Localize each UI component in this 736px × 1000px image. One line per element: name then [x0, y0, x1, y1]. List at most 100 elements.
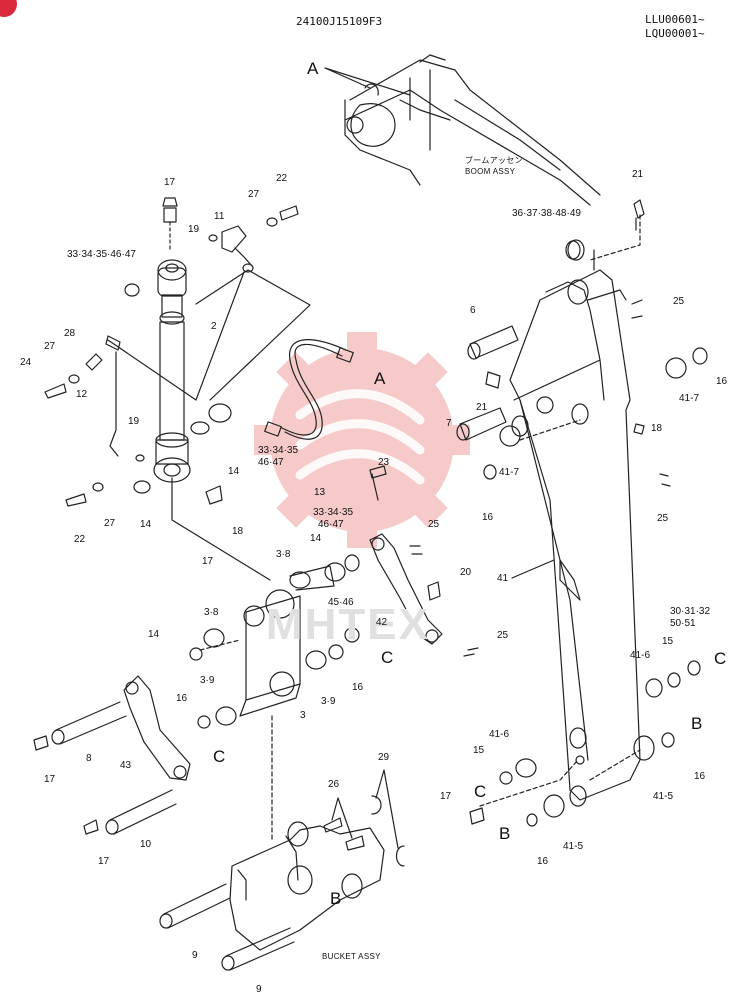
leader-41 [511, 559, 555, 579]
arm-41 [509, 239, 641, 807]
boom-assy-outline [344, 54, 601, 206]
boom-assy-label-jp: ブームアッセン [465, 156, 523, 165]
label-16-a: 16 [352, 682, 364, 693]
link-43 [33, 675, 191, 835]
label-3: 3 [300, 710, 306, 721]
label-19-b: 19 [128, 416, 140, 427]
label-22-a: 22 [276, 173, 288, 184]
label-14-d: 14 [148, 629, 160, 640]
leader-29 [375, 769, 399, 849]
label-41-5-b: 41-5 [563, 841, 584, 852]
label-19-a: 19 [188, 224, 200, 235]
label-43: 43 [120, 760, 132, 771]
label-41-5-a: 41-5 [653, 791, 674, 802]
label-45set: 45·46 [328, 597, 354, 608]
label-33set-a: 33·34·35·46·47 [67, 249, 136, 260]
label-22-b: 22 [74, 534, 86, 545]
dashed-leaders [199, 419, 641, 841]
label-30set-b: 50·51 [670, 618, 696, 629]
label-17-e: 17 [440, 791, 452, 802]
drawing-code: 24100J15109F3 [296, 15, 383, 28]
label-16-f: 16 [537, 856, 549, 867]
label-11: 11 [214, 211, 225, 222]
watermark-gear-inner [295, 389, 425, 485]
ref-b-bucket: B [330, 889, 342, 908]
label-41-7-a: 41-7 [679, 393, 700, 404]
label-14-c: 14 [310, 533, 322, 544]
label-17-c: 17 [44, 774, 56, 785]
corner-badge-icon [0, 0, 17, 17]
arm-pins [456, 199, 708, 827]
label-9-b: 9 [256, 984, 262, 995]
label-21-a: 21 [632, 169, 644, 180]
label-27-c: 27 [104, 518, 116, 529]
ref-c-link42: C [381, 648, 394, 667]
label-41-6-a: 41-6 [630, 650, 651, 661]
label-7: 7 [446, 418, 452, 429]
label-29: 29 [378, 752, 390, 763]
label-15-b: 15 [473, 745, 485, 756]
hose-13 [264, 339, 354, 440]
bucket-assy-label: BUCKET ASSY [322, 952, 381, 961]
label-41-6-b: 41-6 [489, 729, 510, 740]
leader-26 [331, 797, 353, 839]
label-14-b: 14 [140, 519, 152, 530]
label-41-7-b: 41-7 [499, 467, 520, 478]
label-16-b: 16 [176, 693, 188, 704]
label-28: 28 [64, 328, 76, 339]
label-14-a: 14 [228, 466, 240, 477]
label-25-d: 25 [657, 513, 669, 524]
boom-assy-label: BOOM ASSY [465, 167, 516, 176]
ref-b-arm-low: B [499, 824, 511, 843]
watermark-gear-icon [254, 332, 470, 548]
label-17-a: 17 [164, 177, 176, 188]
watermark-text: MHTEX [266, 600, 430, 649]
label-33set3a: 33·34·35 [313, 507, 354, 518]
label-12: 12 [76, 389, 88, 400]
label-42: 42 [376, 617, 388, 628]
leader-a-top [324, 67, 411, 96]
serial-range-1: LLU00601~ [645, 13, 705, 26]
label-9-a: 9 [192, 950, 198, 961]
label-30set-a: 30·31·32 [670, 606, 711, 617]
label-33set2b: 46·47 [258, 457, 284, 468]
label-16-d: 16 [482, 512, 494, 523]
label-36set: 36·37·38·48·49 [512, 208, 581, 219]
label-3-9-a: 3·9 [200, 675, 215, 686]
serial-range-2: LQU00001~ [645, 27, 705, 40]
label-13: 13 [314, 487, 326, 498]
label-33set2a: 33·34·35 [258, 445, 299, 456]
cylinder-assembly [153, 259, 271, 581]
small-fittings [44, 197, 299, 507]
ref-a-top: A [307, 59, 319, 78]
label-2: 2 [211, 321, 217, 332]
label-27-b: 27 [44, 341, 56, 352]
ref-c-link43: C [213, 747, 226, 766]
label-15-a: 15 [662, 636, 674, 647]
label-17-b: 17 [202, 556, 214, 567]
label-10: 10 [140, 839, 152, 850]
label-3-8-b: 3·8 [204, 607, 219, 618]
label-26: 26 [328, 779, 340, 790]
label-3-9-b: 3·9 [321, 696, 336, 707]
leader-boom-dash [589, 214, 641, 261]
label-17-d: 17 [98, 856, 110, 867]
label-25-b: 25 [497, 630, 509, 641]
label-25-a: 25 [428, 519, 440, 530]
ref-a-hose: A [374, 369, 386, 388]
label-25-c: 25 [673, 296, 685, 307]
label-8: 8 [86, 753, 92, 764]
label-18-a: 18 [232, 526, 244, 537]
label-20: 20 [460, 567, 472, 578]
label-3-8-a: 3·8 [276, 549, 291, 560]
bucket-assy [159, 795, 405, 971]
label-24: 24 [20, 357, 32, 368]
label-23: 23 [378, 457, 390, 468]
ref-c-arm-low: C [474, 782, 487, 801]
label-21-b: 21 [476, 402, 488, 413]
label-16-e: 16 [694, 771, 706, 782]
leader-hose [195, 269, 311, 401]
label-16-c: 16 [716, 376, 728, 387]
